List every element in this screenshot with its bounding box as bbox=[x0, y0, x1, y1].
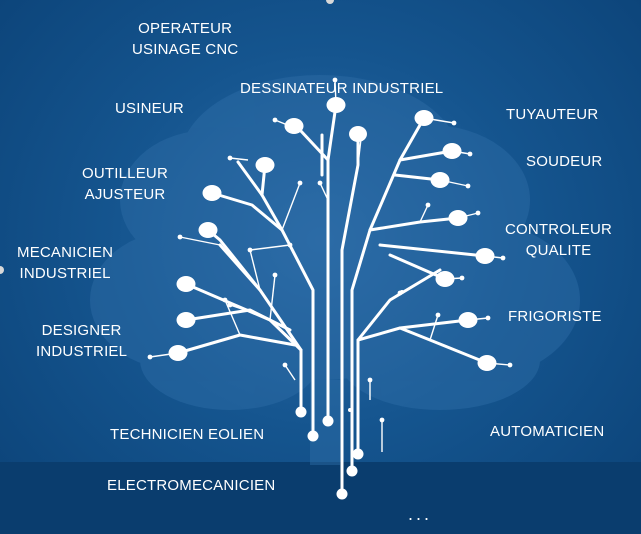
label-designer-industriel: DESIGNER INDUSTRIEL bbox=[36, 320, 127, 362]
top-edge-marker bbox=[326, 0, 334, 4]
left-edge-marker bbox=[0, 266, 4, 274]
branch-right-7 bbox=[388, 253, 447, 281]
label-automaticien: AUTOMATICIEN bbox=[490, 423, 605, 440]
label-controleur-line-2: QUALITE bbox=[525, 242, 592, 259]
label-technicien-eolien: TECHNICIEN EOLIEN bbox=[110, 426, 265, 443]
branch-right-2 bbox=[356, 268, 442, 455]
label-operateur-line-1: OPERATEUR bbox=[138, 20, 233, 37]
label-designer-line-2: INDUSTRIEL bbox=[36, 343, 128, 360]
label-electromecanicien: ELECTROMECANICIEN bbox=[107, 477, 276, 494]
label-outilleur-line-1: OUTILLEUR bbox=[82, 165, 168, 182]
more-ellipsis: ... bbox=[408, 504, 433, 524]
label-mecanicien-industriel: MECANICIEN INDUSTRIEL bbox=[17, 242, 113, 284]
branch-left-7 bbox=[184, 308, 292, 332]
branch-left-2 bbox=[218, 243, 303, 412]
label-controleur-qualite: CONTROLEUR QUALITE bbox=[505, 219, 612, 261]
tree-canopy-silhouette bbox=[90, 75, 580, 410]
branch-right-6 bbox=[378, 243, 487, 258]
trunk-center-2 bbox=[326, 103, 338, 162]
label-mecanicien-line-1: MECANICIEN bbox=[17, 244, 114, 261]
label-tuyauteur: TUYAUTEUR bbox=[506, 106, 599, 123]
label-operateur-line-2: USINAGE CNC bbox=[132, 41, 239, 58]
label-outilleur-line-2: AJUSTEUR bbox=[84, 186, 166, 203]
label-soudeur: SOUDEUR bbox=[526, 153, 603, 170]
label-frigoriste: FRIGORISTE bbox=[508, 308, 602, 325]
ground-band bbox=[0, 462, 641, 534]
label-mecanicien-line-2: INDUSTRIEL bbox=[19, 265, 111, 282]
label-outilleur-ajusteur: OUTILLEUR AJUSTEUR bbox=[82, 163, 168, 205]
trunk-center-4 bbox=[340, 132, 360, 495]
branch-left-3 bbox=[210, 191, 284, 232]
label-dessinateur-industriel: DESSINATEUR INDUSTRIEL bbox=[240, 80, 444, 97]
label-controleur-line-1: CONTROLEUR bbox=[505, 221, 613, 238]
tree-branches bbox=[176, 103, 489, 495]
label-operateur-usinage-cnc: OPERATEUR USINAGE CNC bbox=[132, 18, 238, 60]
label-usineur: USINEUR bbox=[115, 100, 184, 117]
label-designer-line-1: DESIGNER bbox=[41, 322, 122, 339]
branch-nodes bbox=[168, 97, 497, 500]
